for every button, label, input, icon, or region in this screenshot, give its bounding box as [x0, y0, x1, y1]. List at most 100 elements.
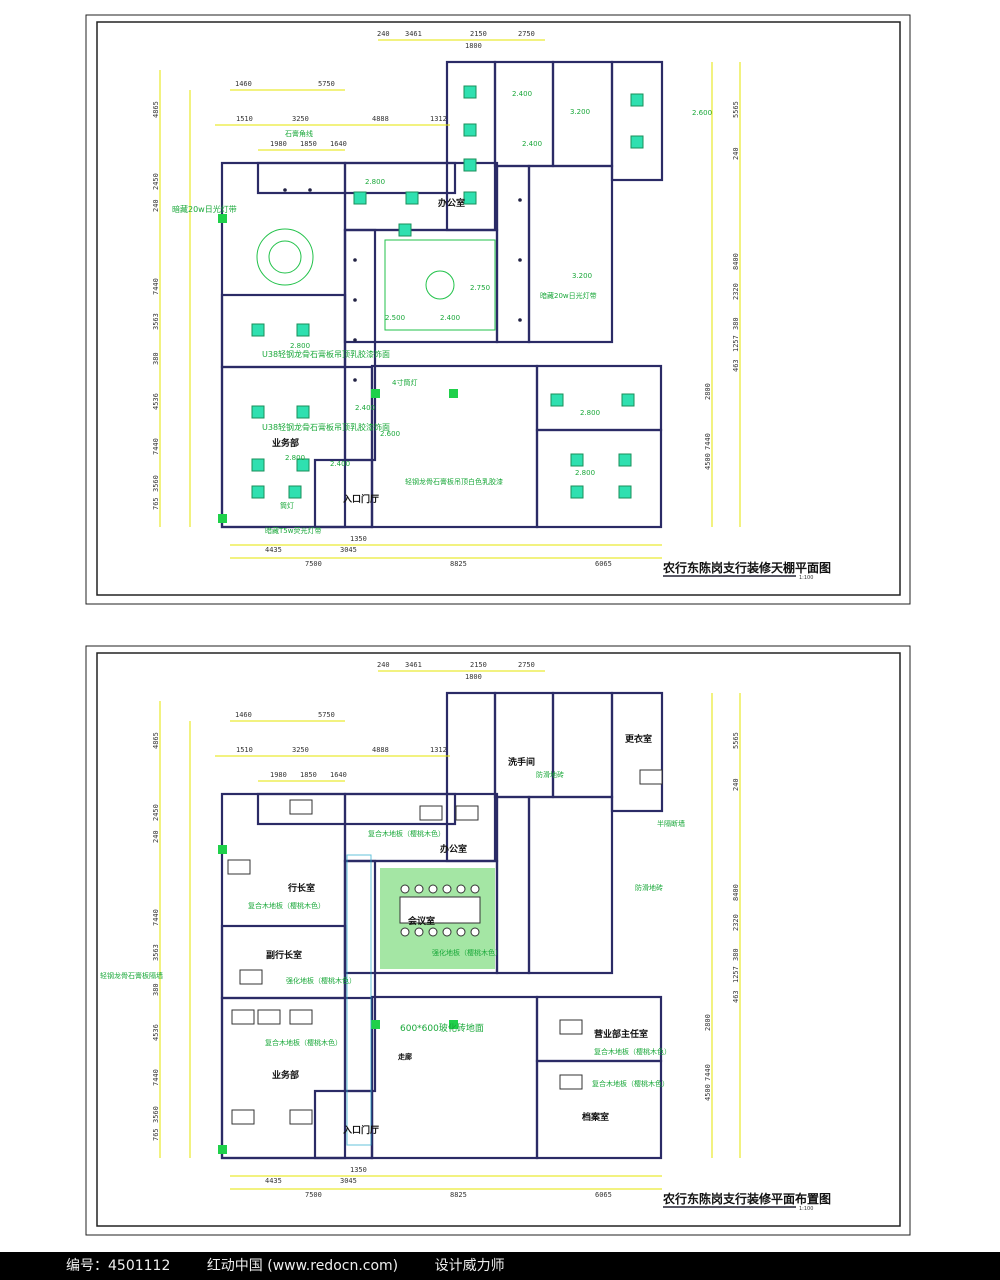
- dimension-label: 1312: [430, 746, 447, 754]
- ceiling-note: 暗藏20w日光灯带: [540, 291, 597, 300]
- ceiling-height-label: 2.400: [440, 314, 460, 322]
- chair-icon: [470, 927, 480, 937]
- dimension-label: 5565: [732, 732, 740, 749]
- dimension-label: 6065: [595, 1191, 612, 1199]
- chair-icon: [428, 884, 438, 894]
- dimension-label: 1257: [732, 335, 740, 352]
- floor-plan-scale: 1:100: [799, 1206, 813, 1212]
- ceiling-height-label: 2.800: [290, 342, 310, 350]
- dimension-label: 4500: [704, 1084, 712, 1101]
- dimension-label: 1460: [235, 80, 252, 88]
- ceiling-light-icon: [570, 453, 584, 467]
- desk-icon: [231, 1009, 255, 1025]
- chair-icon: [428, 927, 438, 937]
- column: [449, 1020, 458, 1029]
- wall: [610, 691, 664, 813]
- dimension-label: 1640: [330, 140, 347, 148]
- ceiling-height-label: 2.600: [692, 109, 712, 117]
- wall: [495, 795, 531, 975]
- dimension-label: 5750: [318, 80, 335, 88]
- watermark-footer: 编号：4501112 红动中国 (www.redocn.com) 设计威力师: [0, 1252, 1000, 1280]
- column: [371, 1020, 380, 1029]
- room-label-archive: 档案室: [582, 1111, 609, 1123]
- dimension-label: 380: [152, 983, 160, 996]
- dimension-label: 240: [732, 147, 740, 160]
- desk-icon: [227, 859, 251, 875]
- dimension-label: 4500: [704, 453, 712, 470]
- ceiling-height-label: 2.600: [380, 430, 400, 438]
- ceiling-height-label: 2.800: [285, 454, 305, 462]
- dimension-label: 7500: [305, 1191, 322, 1199]
- room-label-entrance: 入口门厅: [342, 1124, 379, 1136]
- dimension-label: 3045: [340, 546, 357, 554]
- ceiling-height-label: 2.400: [330, 460, 350, 468]
- wall: [610, 60, 664, 182]
- dimension-label: 7440: [704, 433, 712, 450]
- desk-icon: [559, 1074, 583, 1090]
- round-ceiling-feature: [425, 270, 455, 300]
- dimension-label: 2320: [732, 914, 740, 931]
- ceiling-light-icon: [288, 485, 302, 499]
- ceiling-light-icon: [296, 405, 310, 419]
- ceiling-plan-scale: 1:100: [799, 575, 813, 581]
- floor-note: 强化地板（樱桃木色）: [286, 976, 356, 985]
- room-label-president: 行长室: [287, 882, 315, 894]
- round-ceiling-feature: [256, 228, 314, 286]
- dimension-label: 1460: [235, 711, 252, 719]
- floor-note: 防滑地砖: [536, 770, 564, 779]
- dimension-label: 463: [732, 359, 740, 372]
- wall: [527, 164, 614, 344]
- downlight-icon: [518, 198, 522, 202]
- room-label-meeting: 会议室: [408, 915, 435, 927]
- ceiling-note: 暗藏T5w荧光灯带: [265, 526, 321, 535]
- desk-icon: [231, 1109, 255, 1125]
- ceiling-light-icon: [251, 323, 265, 337]
- room-label-office: 办公室: [440, 843, 467, 855]
- ceiling-plan-title: 农行东陈岗支行装修天棚平面图: [662, 560, 831, 575]
- dimension-label: 1850: [300, 140, 317, 148]
- ceiling-light-icon: [251, 458, 265, 472]
- author-name: 设计威力师: [434, 1258, 505, 1274]
- room-label-manager: 营业部主任室: [594, 1028, 648, 1040]
- column: [218, 1145, 227, 1154]
- wall: [445, 691, 497, 863]
- floor-plan-labels: 办公室 行长室 副行长室 会议室 业务部 入口门厅 洗手间 更衣室 营业部主任室…: [100, 733, 831, 1212]
- ceiling-height-label: 2.500: [385, 314, 405, 322]
- wall: [493, 691, 555, 799]
- ceiling-light-icon: [550, 393, 564, 407]
- downlight-icon: [283, 188, 287, 192]
- dimension-label: 1510: [236, 746, 253, 754]
- wall: [493, 60, 555, 168]
- ceiling-light-icon: [353, 191, 367, 205]
- ceiling-height-label: 2.800: [575, 469, 595, 477]
- ceiling-light-icon: [621, 393, 635, 407]
- dimension-label: 4865: [152, 732, 160, 749]
- ceiling-light-icon: [251, 485, 265, 499]
- room-label-business: 业务部: [272, 1069, 299, 1081]
- ceiling-light-icon: [630, 135, 644, 149]
- wall: [313, 458, 374, 529]
- chair-icon: [456, 884, 466, 894]
- dimension-label: 4888: [372, 115, 389, 123]
- ceiling-height-label: 2.750: [470, 284, 490, 292]
- dimension-label: 3560: [152, 1106, 160, 1123]
- dimension-label: 765: [152, 1128, 160, 1141]
- wall: [495, 164, 531, 344]
- corridor-tiles: [346, 854, 372, 1146]
- dimension-label: 1510: [236, 115, 253, 123]
- dimension-label: 6065: [595, 560, 612, 568]
- downlight-icon: [518, 258, 522, 262]
- dimension-label: 240: [377, 30, 390, 38]
- room-label-locker: 更衣室: [625, 733, 652, 745]
- dimension-label: 7440: [152, 1069, 160, 1086]
- dimension-label: 1257: [732, 966, 740, 983]
- wall: [256, 161, 457, 195]
- chair-icon: [414, 927, 424, 937]
- dimension-label: 4435: [265, 1177, 282, 1185]
- sheet-border-floor: [96, 652, 901, 1227]
- dimension-label: 2750: [518, 661, 535, 669]
- dimension-label: 1350: [350, 1166, 367, 1174]
